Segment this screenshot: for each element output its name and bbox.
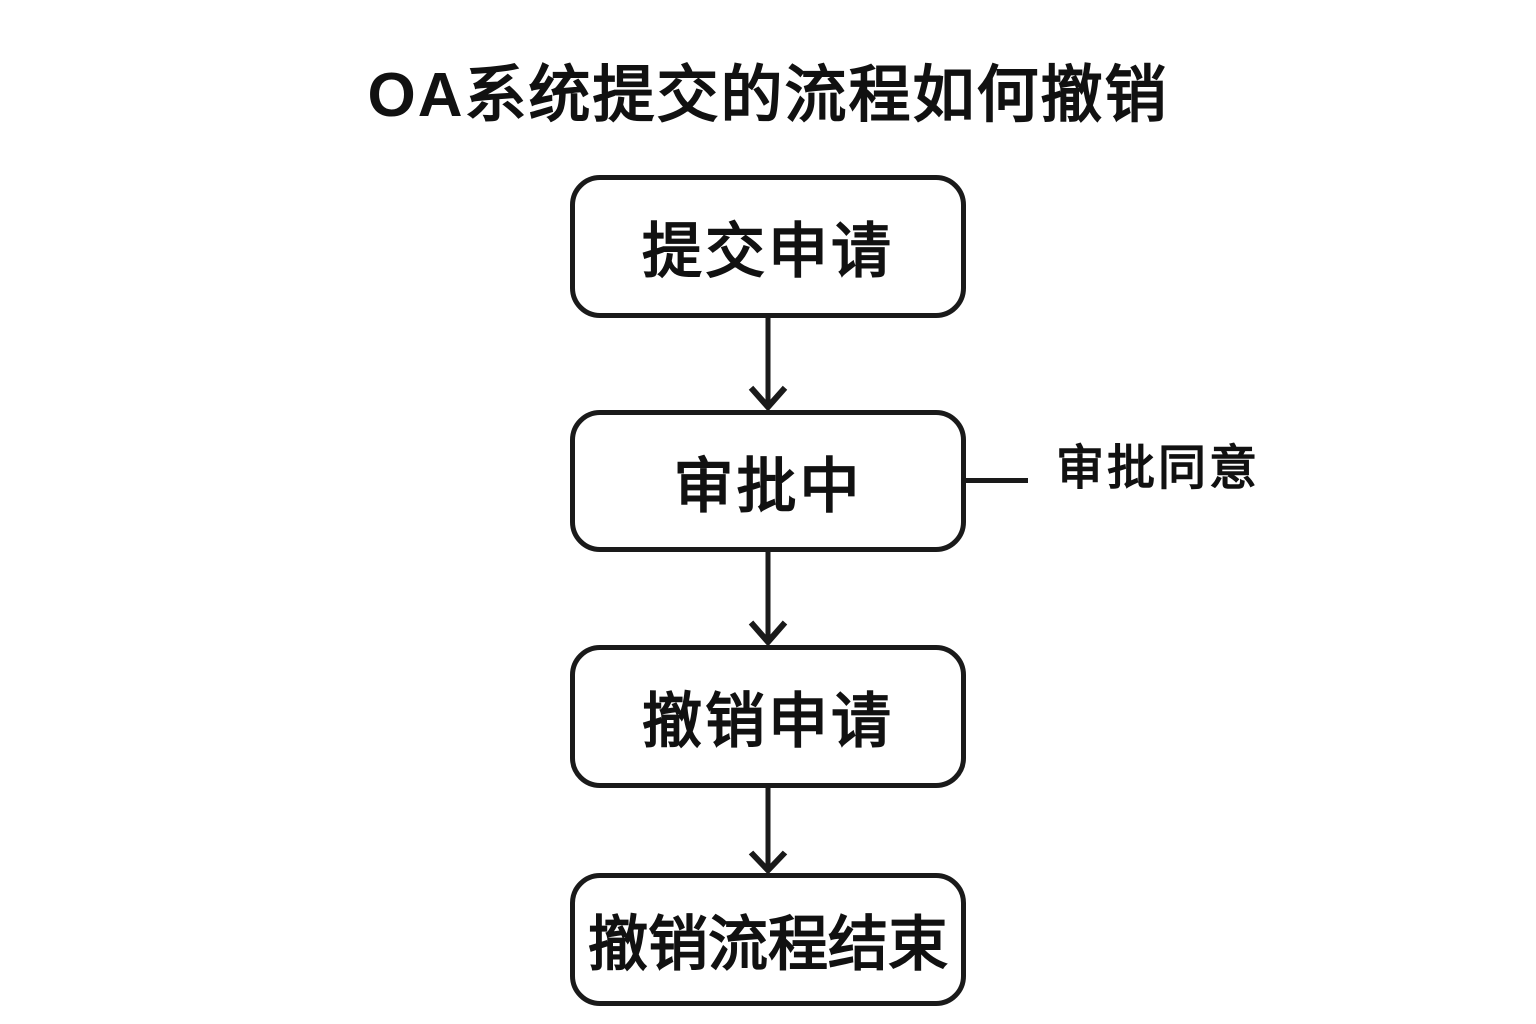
flow-node-end-label: 撤销流程结束 xyxy=(588,911,948,978)
branch-connector-line xyxy=(963,478,1028,483)
flow-node-revoke: 撤销申请 xyxy=(570,645,966,788)
page-title: OA系统提交的流程如何撤销 xyxy=(367,61,1169,130)
arrow-down-icon xyxy=(748,787,788,875)
flow-node-approving-label: 审批中 xyxy=(673,452,863,520)
flow-node-approving: 审批中 xyxy=(570,410,966,552)
flow-node-submit-label: 提交申请 xyxy=(642,218,894,285)
flow-node-revoke-label: 撤销申请 xyxy=(642,688,894,755)
branch-label: 审批同意 xyxy=(1056,442,1261,495)
arrow-down-icon xyxy=(748,317,788,412)
flow-node-submit: 提交申请 xyxy=(570,175,966,318)
arrow-down-icon xyxy=(748,551,788,647)
flow-node-end: 撤销流程结束 xyxy=(570,873,966,1006)
